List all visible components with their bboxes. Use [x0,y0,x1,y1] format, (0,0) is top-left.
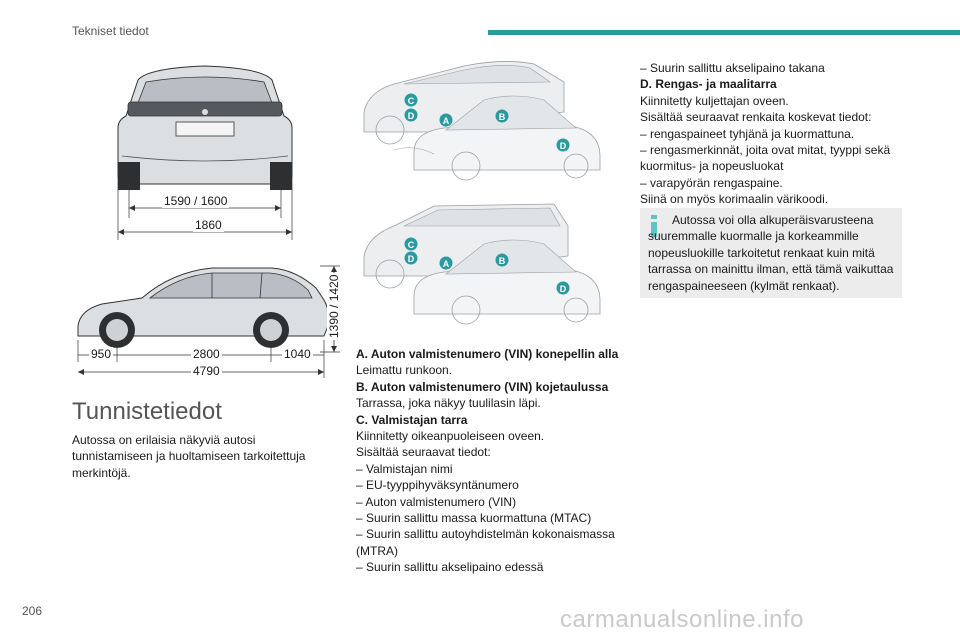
track-width-label: 1590 / 1600 [162,194,230,208]
svg-text:B: B [499,112,506,122]
list-item: – rengasmerkinnät, joita ovat mitat, tyy… [640,143,891,174]
svg-text:C: C [408,240,415,250]
list-item: – Valmistajan nimi [356,461,453,476]
label-location-wagon-diagram [363,203,601,325]
list-item: – varapyörän rengaspaine. [640,175,783,190]
item-c-text-2: Sisältää seuraavat tiedot: [356,445,491,460]
item-d-text-2: Sisältää seuraavat renkaita koskevat tie… [640,110,872,125]
svg-text:D: D [408,111,415,121]
section-intro: Autossa on erilaisia näkyviä autosi tunn… [72,433,306,480]
item-c-text-1: Kiinnitetty oikeanpuoleiseen oveen. [356,429,545,444]
item-a-text: Leimattu runkoon. [356,363,453,378]
marker-b-2: B [495,253,509,267]
marker-b-1: B [495,109,509,123]
item-b-title: B. Auton valmistenumero (VIN) kojetaulus… [356,379,609,394]
marker-d-1: D [404,108,418,122]
marker-d-2: D [556,138,570,152]
marker-a-1: A [439,113,453,127]
svg-text:A: A [443,259,450,269]
rear-overhang-label: 1040 [282,347,313,361]
info-icon [651,215,657,237]
marker-a-2: A [439,256,453,270]
item-d-text-1: Kiinnitetty kuljettajan oveen. [640,93,789,108]
item-b-text: Tarrassa, joka näkyy tuulilasin läpi. [356,396,541,411]
list-item: – Suurin sallittu massa kuormattuna (MTA… [356,511,592,526]
overall-width-label: 1860 [193,218,224,232]
list-item: – Suurin sallittu autoyhdistelmän kokona… [356,527,615,558]
item-d-title: D. Rengas- ja maalitarra [640,77,777,92]
marker-c-1: C [404,93,418,107]
list-item: – Suurin sallittu akselipaino edessä [356,560,544,575]
svg-text:B: B [499,256,506,266]
watermark: carmanualsonline.info [560,606,804,633]
info-box [640,208,902,298]
right-column: – Suurin sallittu akselipaino takana D. … [640,60,902,208]
rear-view-diagram [117,65,293,240]
section-title: Tunnistetiedot [72,398,222,425]
item-a-title: A. Auton valmistenumero (VIN) konepellin… [356,347,619,361]
list-item: – Auton valmistenumero (VIN) [356,494,517,509]
list-item: – EU-tyyppihyväksyntänumero [356,478,519,493]
list-item: – Suurin sallittu akselipaino takana [640,61,825,75]
item-c-title: C. Valmistajan tarra [356,412,468,427]
header-title: Tekniset tiedot [72,24,149,38]
middle-column: A. Auton valmistenumero (VIN) konepellin… [356,346,626,576]
info-text: Autossa voi olla alkuperäisvarusteena su… [648,213,894,293]
svg-text:C: C [408,96,415,106]
list-item: – rengaspaineet tyhjänä ja kuormattuna. [640,126,855,141]
svg-text:D: D [408,254,415,264]
overall-length-label: 4790 [191,364,222,378]
page-number: 206 [22,604,43,618]
svg-text:D: D [560,284,567,294]
item-d-text-3: Siinä on myös korimaalin värikoodi. [640,192,829,207]
front-overhang-label: 950 [89,347,114,361]
marker-c-2: C [404,237,418,251]
wheelbase-label: 2800 [191,347,222,361]
svg-text:A: A [443,116,450,126]
marker-d-3: D [404,251,418,265]
marker-d-4: D [556,281,570,295]
header-accent-bar [488,30,960,35]
svg-text:D: D [560,141,567,151]
side-view-diagram [77,265,340,378]
